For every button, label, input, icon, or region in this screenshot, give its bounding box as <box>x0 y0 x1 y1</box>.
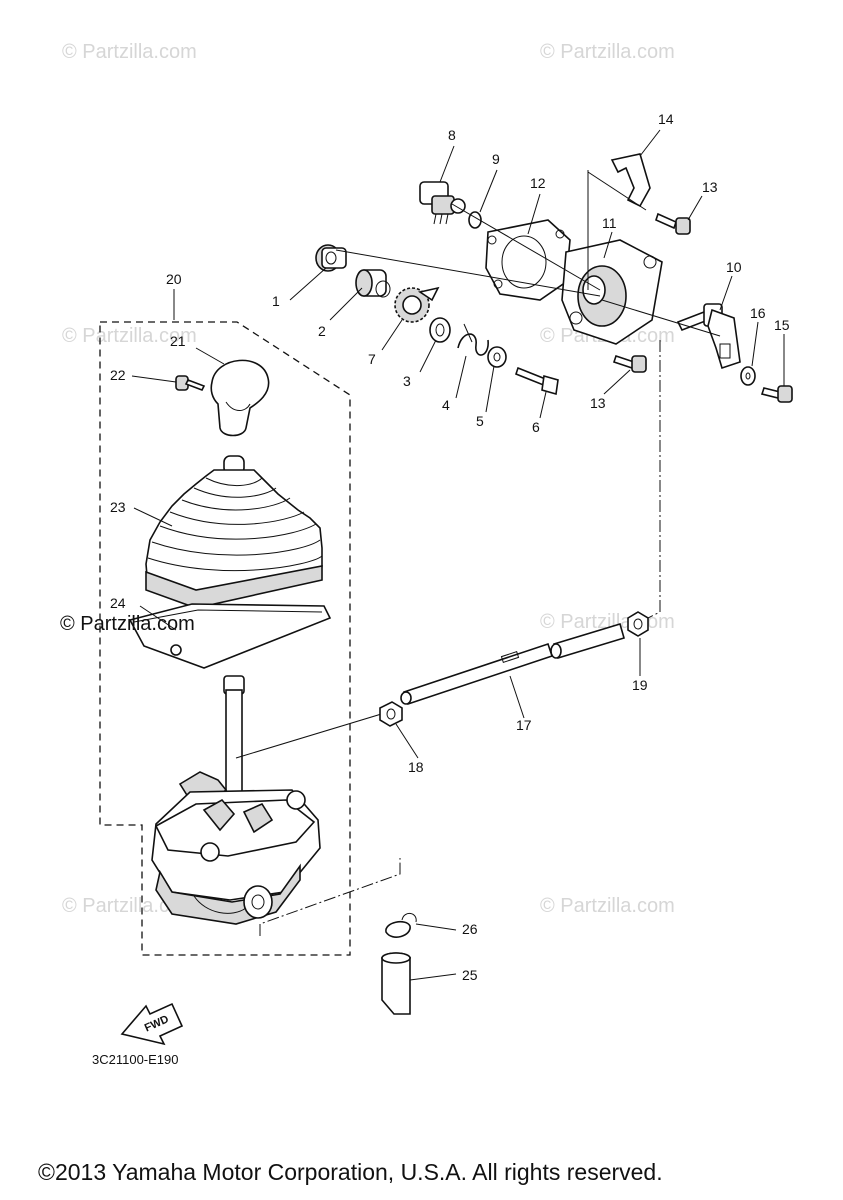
part-18-nut <box>379 701 403 727</box>
watermark: © Partzilla.com <box>540 41 675 63</box>
part-12-gasket <box>485 219 571 301</box>
callout-14: 14 <box>658 111 674 127</box>
callout-26: 26 <box>462 921 478 937</box>
part-14-clamp <box>610 153 651 208</box>
part-25-hose-joint <box>381 952 411 1015</box>
callout-23: 23 <box>110 499 126 515</box>
callout-5: 5 <box>476 413 484 429</box>
callout-6: 6 <box>532 419 540 435</box>
part-23-boot <box>145 455 323 609</box>
rod-sleeve <box>550 622 625 660</box>
part-22-screw <box>175 375 206 392</box>
part-8-sensor <box>419 181 466 225</box>
shift-lever-shaft <box>223 675 245 801</box>
part-15-bolt <box>760 385 793 403</box>
part-16-washer <box>740 366 756 386</box>
watermark: © Partzilla.com <box>540 895 675 917</box>
callout-18: 18 <box>408 759 424 775</box>
callout-10: 10 <box>726 259 742 275</box>
part-13-screw-upper <box>655 212 691 235</box>
watermark: © Partzilla.com <box>62 41 197 63</box>
callout-2: 2 <box>318 323 326 339</box>
callout-19: 19 <box>632 677 648 693</box>
callout-7: 7 <box>368 351 376 367</box>
callout-17: 17 <box>516 717 532 733</box>
callout-8: 8 <box>448 127 456 143</box>
callout-25: 25 <box>462 967 478 983</box>
callout-9: 9 <box>492 151 500 167</box>
part-7-gear <box>394 286 440 323</box>
part-10-lever <box>676 303 741 370</box>
diagram-code: 3C21100-E190 <box>92 1052 179 1067</box>
part-21-knob <box>210 359 270 437</box>
copyright-notice: ©2013 Yamaha Motor Corporation, U.S.A. A… <box>38 1159 663 1185</box>
callout-3: 3 <box>403 373 411 389</box>
part-4-spring <box>457 323 489 356</box>
callout-13: 13 <box>590 395 606 411</box>
callout-24: 24 <box>110 595 126 611</box>
shift-base-housing <box>151 771 321 925</box>
part-6-bolt <box>515 366 559 396</box>
callout-21: 21 <box>170 333 186 349</box>
callout-16: 16 <box>750 305 766 321</box>
callout-15: 15 <box>774 317 790 333</box>
part-26-clip <box>385 913 417 938</box>
assembly-outline <box>99 321 351 956</box>
part-19-nut <box>627 611 649 637</box>
callout-13: 13 <box>702 179 718 195</box>
part-1-collar <box>315 244 347 272</box>
part-24-band <box>128 603 332 669</box>
part-3-washer <box>429 317 451 343</box>
callout-1: 1 <box>272 293 280 309</box>
callout-20: 20 <box>166 271 182 287</box>
watermark: © Partzilla.com <box>62 325 197 347</box>
part-5-washer <box>487 346 507 368</box>
callout-22: 22 <box>110 367 126 383</box>
callout-12: 12 <box>530 175 546 191</box>
forward-arrow-icon: FWD <box>120 1002 184 1046</box>
watermark-bold: © Partzilla.com <box>60 613 195 635</box>
part-2-bushing <box>355 269 391 298</box>
callout-11: 11 <box>602 215 617 231</box>
part-17-rod <box>400 642 554 706</box>
callout-4: 4 <box>442 397 450 413</box>
part-13-screw-lower <box>612 354 647 373</box>
